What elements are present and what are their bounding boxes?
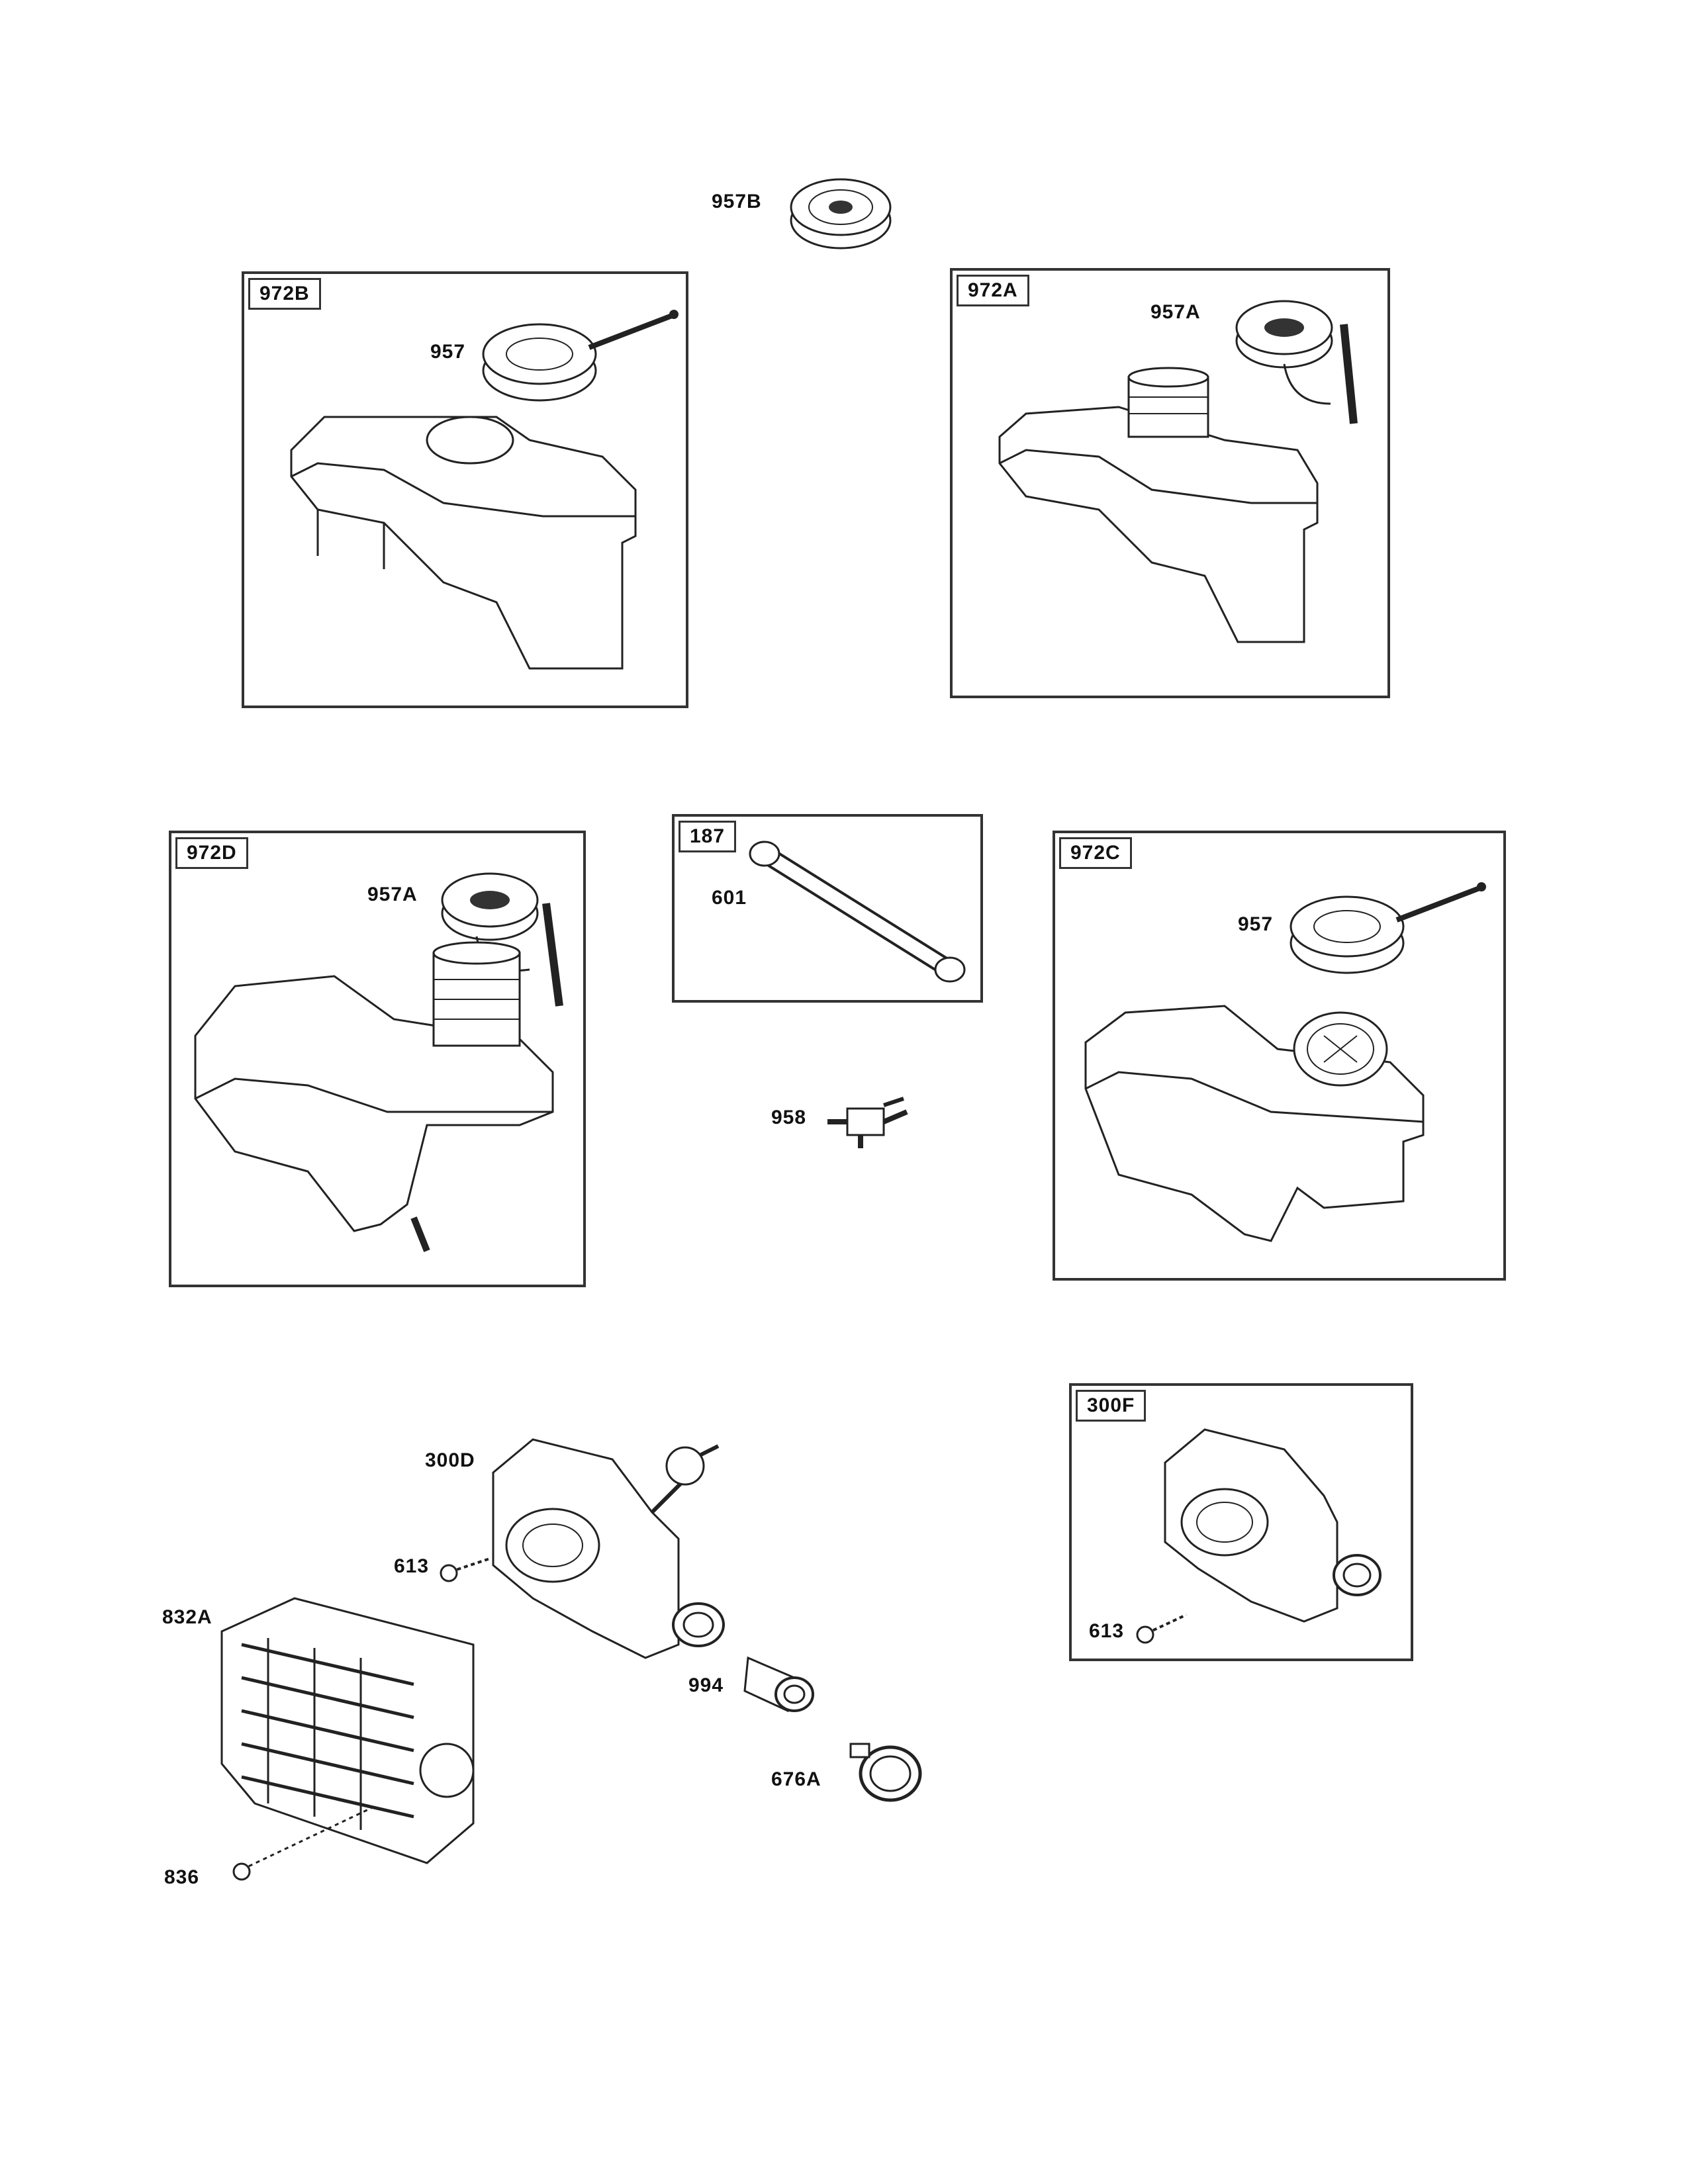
callout-676A: 676A: [771, 1768, 821, 1790]
fuel-tank-icon: [189, 940, 559, 1257]
box-972B: 972B: [242, 271, 688, 708]
fuel-valve-icon: [827, 1092, 914, 1152]
screw-icon: [437, 1552, 496, 1585]
callout-836: 836: [164, 1866, 200, 1888]
callout-300D: 300D: [425, 1449, 475, 1471]
fuel-tank-icon: [1072, 976, 1443, 1254]
fuel-cap-icon: [1231, 291, 1364, 437]
callout-613-left: 613: [394, 1555, 430, 1577]
box-label-300F: 300F: [1076, 1390, 1147, 1422]
muffler-guard-icon: [215, 1592, 493, 1870]
clamp-icon: [837, 1731, 930, 1810]
callout-958: 958: [771, 1107, 807, 1128]
exhaust-pipe-icon: [662, 1588, 735, 1661]
box-972C: 972C: [1053, 831, 1506, 1281]
screw-icon: [1133, 1608, 1193, 1648]
fuel-tank-icon: [278, 404, 649, 682]
box-label-972B: 972B: [248, 278, 321, 310]
fuel-line-icon: [745, 837, 976, 989]
callout-957-top: 957: [430, 341, 466, 363]
box-300F: 300F: [1069, 1383, 1413, 1661]
screw-icon: [222, 1800, 381, 1886]
box-label-972C: 972C: [1059, 837, 1132, 869]
callout-601: 601: [712, 887, 747, 909]
box-187: 187: [672, 814, 983, 1003]
callout-957B: 957B: [712, 191, 762, 212]
callout-957A-mid: 957A: [367, 884, 418, 905]
muffler-icon: [1152, 1423, 1390, 1635]
box-972D: 972D: [169, 831, 586, 1287]
box-label-972D: 972D: [175, 837, 248, 869]
fuel-tank-icon: [986, 377, 1331, 655]
exhaust-pipe-icon: [735, 1638, 821, 1724]
callout-957A-top: 957A: [1150, 301, 1201, 323]
fuel-cap-icon: [1284, 882, 1486, 986]
callout-613-right: 613: [1089, 1620, 1125, 1642]
callout-994: 994: [688, 1674, 724, 1696]
fuel-cap-icon: [784, 169, 897, 255]
muffler-icon: [480, 1433, 731, 1671]
callout-957-mid: 957: [1238, 913, 1274, 935]
callout-832A: 832A: [162, 1606, 212, 1628]
box-972A: 972A: [950, 268, 1390, 698]
box-label-187: 187: [679, 821, 737, 852]
box-label-972A: 972A: [957, 275, 1029, 306]
fuel-cap-icon: [477, 310, 679, 414]
